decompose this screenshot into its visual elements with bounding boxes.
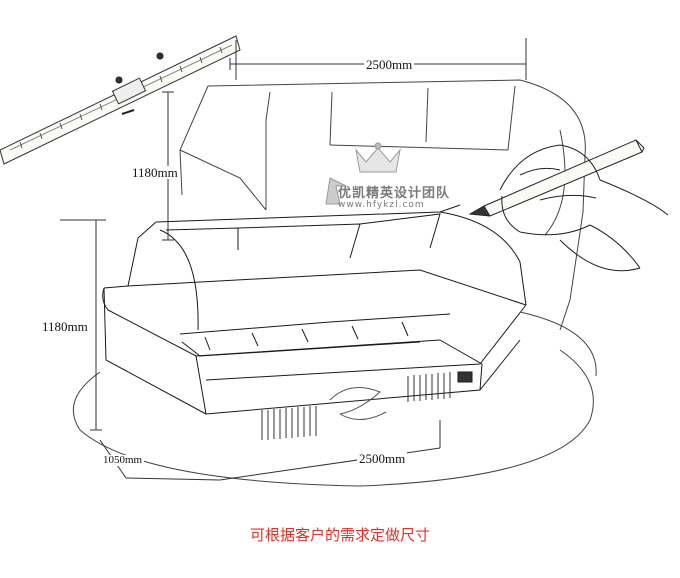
watermark-text: 优凯精英设计团队 bbox=[338, 186, 451, 201]
dimension-height-back: 1180mm bbox=[130, 165, 180, 180]
caption: 可根据客户的需求定做尺寸 bbox=[249, 526, 430, 544]
crown-emblem-icon bbox=[325, 142, 401, 205]
dimension-depth: 1050mm bbox=[101, 454, 145, 466]
dimension-width-top: 2500mm bbox=[364, 57, 415, 72]
rear-display-case-outline bbox=[179, 79, 586, 331]
floor-ellipse bbox=[72, 349, 594, 487]
dimension-height-front: 1180mm bbox=[40, 319, 90, 334]
watermark-url: www.hfykzl.com bbox=[338, 200, 425, 210]
dimension-lines bbox=[60, 38, 527, 481]
measuring-tape-icon bbox=[0, 35, 241, 165]
hand-with-pencil-icon bbox=[468, 139, 669, 272]
dimension-width-bottom: 2500mm bbox=[357, 451, 408, 466]
front-display-case bbox=[102, 204, 527, 440]
